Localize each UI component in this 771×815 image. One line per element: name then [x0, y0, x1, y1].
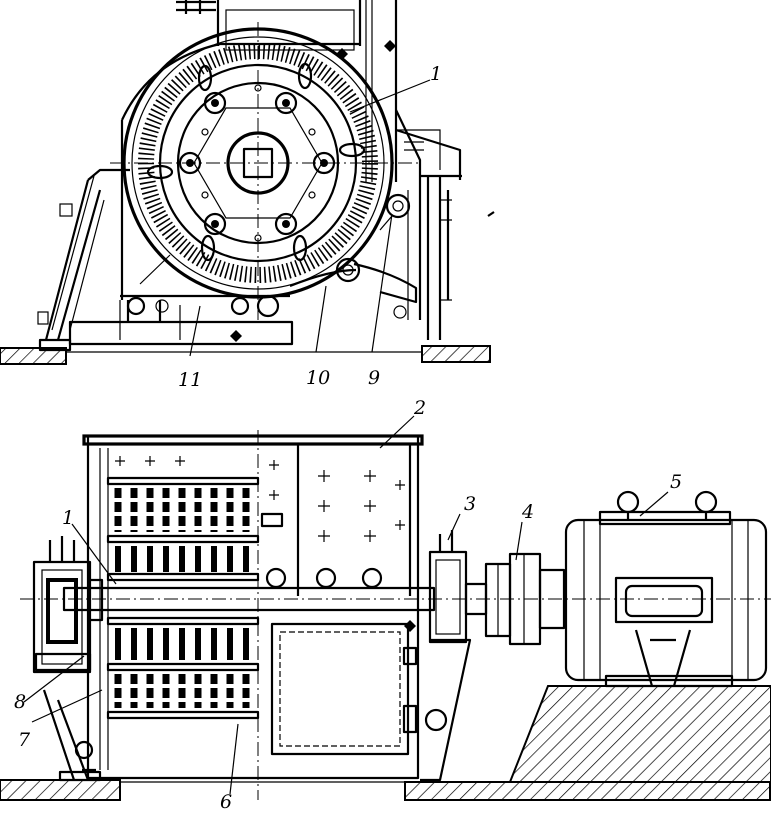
- upper-plate-2: [296, 444, 412, 596]
- hammer-rows-lower: [106, 616, 260, 720]
- frame-10: [289, 268, 357, 288]
- support-7: [42, 689, 96, 781]
- callout-4: 4: [521, 501, 534, 523]
- side-frame: [395, 128, 462, 340]
- floor-left: [0, 347, 67, 365]
- callout-7: 7: [18, 729, 31, 751]
- floor-bottom-right: [404, 781, 771, 801]
- callout-3: 3: [464, 493, 476, 515]
- left-bearing-8: [32, 536, 104, 674]
- callout-9: 9: [368, 367, 380, 389]
- floor-right: [421, 345, 491, 363]
- feed-hopper: [216, 0, 398, 182]
- callout-10: 10: [306, 367, 330, 389]
- cross-section-view: [0, 0, 495, 365]
- grate-11: [120, 294, 290, 322]
- electric-motor-5: [564, 490, 768, 688]
- hammer-rows-upper: [106, 476, 260, 582]
- callout-5: 5: [670, 471, 682, 493]
- crusher-casing: [120, 42, 422, 320]
- motor-foundation: [508, 685, 771, 783]
- callout-1-top: 1: [430, 63, 442, 85]
- coupling-4: [464, 552, 566, 646]
- floor-bottom-left: [0, 779, 121, 801]
- callout-6: 6: [220, 791, 232, 813]
- callout-8: 8: [14, 691, 26, 713]
- callout-2: 2: [413, 397, 426, 419]
- crusher-housing: [86, 434, 420, 780]
- longitudinal-section-view: [0, 430, 771, 801]
- base-frame: [68, 320, 294, 346]
- inspection-door: [270, 622, 410, 756]
- right-bearing-3: [420, 530, 472, 782]
- leader-lines: [23, 79, 669, 795]
- discharge-door: [44, 168, 130, 341]
- hammer-pins: [146, 62, 366, 262]
- adjusting-bolt-9: [385, 193, 411, 219]
- callout-11: 11: [178, 369, 202, 391]
- callout-labels: 1 11 10 9 2 3 4 5 1 8 7 6: [14, 63, 682, 813]
- callout-1-bottom: 1: [62, 507, 74, 529]
